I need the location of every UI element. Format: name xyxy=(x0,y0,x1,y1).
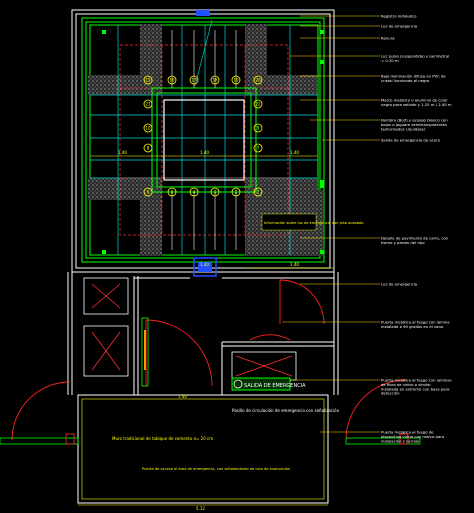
grid-marker-circle xyxy=(253,99,263,109)
door-swings xyxy=(11,279,407,441)
ventilation-boxes xyxy=(83,277,297,381)
dimension-lines xyxy=(78,155,334,506)
middle-walls xyxy=(77,276,334,504)
zone-note-text: Información sobre luz de emergencia con … xyxy=(264,221,363,225)
grid-marker-circle xyxy=(143,143,153,153)
fixtures xyxy=(102,30,324,254)
grid-marker-number: 4 xyxy=(193,190,196,195)
dim-left: 1.40 xyxy=(118,150,127,155)
callout-text: Ranura xyxy=(381,36,395,41)
dim-bottom: 5.12 xyxy=(196,506,205,511)
grid-marker-circle xyxy=(231,75,241,85)
grid-marker-circle xyxy=(231,187,241,197)
room-note: Muro tradicional de tabique de cemento e… xyxy=(112,436,213,441)
grid-marker-number: 3 xyxy=(214,190,217,195)
grid-marker-number: 8 xyxy=(147,146,150,151)
callout-text: Luz de emergencia xyxy=(381,282,417,287)
grid-marker-number: 6 xyxy=(147,190,150,195)
grid-marker-circle xyxy=(189,75,199,85)
grid-marker-number: 15 xyxy=(145,78,151,83)
door-leaves xyxy=(0,317,421,445)
exit-sign: SALIDA DE EMERGENCIA xyxy=(231,377,306,391)
hatch-zones xyxy=(88,24,323,256)
zone-note: Información sobre luz de emergencia con … xyxy=(261,213,363,231)
grid-marker-circle xyxy=(143,99,153,109)
callout-text: Salida de emergencia de acero xyxy=(381,138,441,143)
grid-marker-circle xyxy=(167,75,177,85)
dimensions: 1.40 1.40 1.40 1.40 1.40 1.40 5.12 xyxy=(118,150,299,511)
grid-marker-circle xyxy=(143,123,153,133)
grid-marker-number: 21 xyxy=(145,102,151,107)
grid-marker-circle xyxy=(210,75,220,85)
grid-marker-circle xyxy=(253,75,263,85)
dim-center: 1.40 xyxy=(200,150,209,155)
bottom-note: Puerta de acceso al área de emergencia, … xyxy=(142,467,290,471)
grid-marker-number: 19 xyxy=(233,78,239,83)
exit-sign-label: SALIDA DE EMERGENCIA xyxy=(244,383,306,389)
grid-marker-circle xyxy=(167,187,177,197)
grid-marker-number: 22 xyxy=(255,102,261,107)
stair-treads xyxy=(171,19,237,250)
grid-marker-number: 1 xyxy=(257,190,260,195)
grid-marker-circle xyxy=(253,187,263,197)
dim-lower: 1.40 xyxy=(290,262,299,267)
red-dashes xyxy=(119,44,289,236)
callout-text: Luz pulso (suspendida) y perimetral= 0.3… xyxy=(381,54,449,63)
grid-marker-number: 10 xyxy=(145,126,151,131)
grid-marker-number: 9 xyxy=(257,126,260,131)
grid-marker-number: 7 xyxy=(257,146,260,151)
grid-marker-circle xyxy=(143,187,153,197)
grid-marker-number: 5 xyxy=(171,190,174,195)
central-core xyxy=(151,87,257,193)
blue-elements xyxy=(193,10,217,277)
dim-door: 1.40 xyxy=(178,394,187,399)
grid-marker-circle xyxy=(253,143,263,153)
grid-marker-circle xyxy=(143,75,153,85)
grid-marker-number: 17 xyxy=(191,78,197,83)
callout-text: Luz de emergencia xyxy=(381,24,417,29)
grid-marker-circle xyxy=(210,187,220,197)
callout-text: Registro hidráulico xyxy=(381,14,417,19)
grid-marker-circle xyxy=(253,123,263,133)
grid-marker-number: 2 xyxy=(235,190,238,195)
dim-mid: 1.40 xyxy=(200,262,209,267)
corridor-note: Pasillo de circulación de emergencia con… xyxy=(232,408,340,413)
grid-marker-number: 18 xyxy=(212,78,218,83)
grid-marker-circle xyxy=(189,187,199,197)
grid-marker-number: 20 xyxy=(255,78,261,83)
grid-marker-number: 16 xyxy=(169,78,175,83)
dim-right: 1.40 xyxy=(290,150,299,155)
